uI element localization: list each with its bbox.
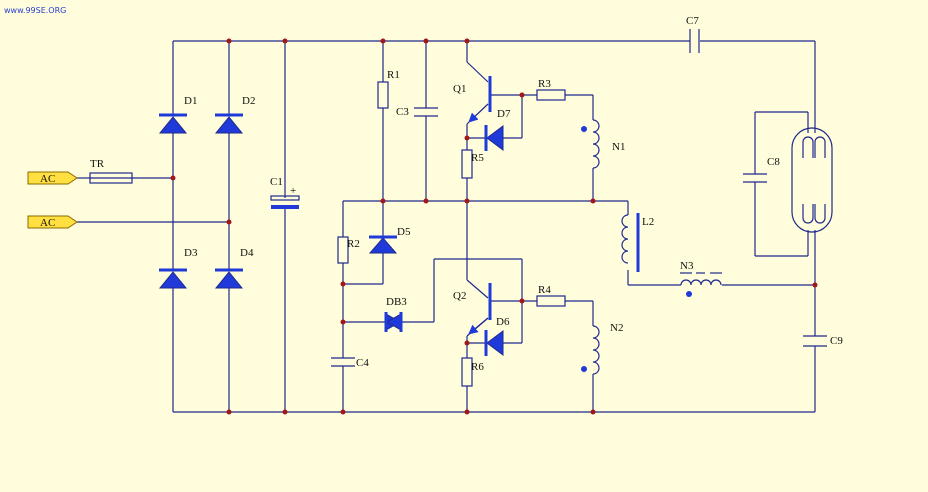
diode-d7[interactable]: D7 — [484, 108, 511, 151]
transistor-q1[interactable]: Q1 — [453, 76, 492, 123]
label-r3: R3 — [538, 78, 551, 90]
capacitor-c4[interactable]: C4 — [331, 357, 369, 369]
resistor-r6[interactable]: R6 — [461, 357, 484, 387]
diode-d2[interactable]: D2 — [214, 95, 255, 134]
label-r2: R2 — [347, 238, 360, 250]
label-r5: R5 — [471, 152, 484, 164]
diac-db3[interactable]: DB3 — [384, 296, 407, 332]
label-c9: C9 — [830, 335, 843, 347]
resistor-r5[interactable]: R5 — [461, 149, 484, 179]
label-n3: N3 — [680, 260, 694, 272]
label-d6: D6 — [496, 316, 510, 328]
label-n2: N2 — [610, 322, 623, 334]
label-d1: D1 — [184, 95, 197, 107]
capacitor-c1[interactable]: C1 + — [270, 176, 300, 209]
inductor-n2[interactable]: N2 — [581, 322, 623, 375]
resistor-r4[interactable]: R4 — [536, 284, 566, 307]
capacitor-c7[interactable]: C7 — [686, 15, 700, 53]
resistor-r2[interactable]: R2 — [337, 236, 360, 264]
diode-d3[interactable]: D3 — [158, 247, 198, 289]
diode-d6[interactable]: D6 — [484, 316, 510, 356]
junctions — [170, 38, 818, 415]
resistor-r3[interactable]: R3 — [536, 78, 566, 101]
label-c7: C7 — [686, 15, 699, 27]
inductor-l2[interactable]: L2 — [621, 213, 654, 272]
transistor-q2[interactable]: Q2 — [453, 283, 492, 335]
fluorescent-lamp[interactable] — [791, 127, 833, 233]
ac-input-1[interactable]: AC — [27, 171, 78, 185]
label-r6: R6 — [471, 361, 484, 373]
ac-input-2-label: AC — [40, 217, 55, 229]
diode-d5[interactable]: D5 — [368, 226, 411, 254]
resistor-r1[interactable]: R1 — [377, 69, 400, 109]
label-d3: D3 — [184, 247, 198, 259]
capacitor-c3[interactable]: C3 — [396, 106, 438, 118]
capacitor-c9[interactable]: C9 — [803, 335, 843, 347]
label-c4: C4 — [356, 357, 369, 369]
label-c1-polarity: + — [290, 185, 296, 197]
fuse-tr[interactable]: TR — [89, 158, 133, 184]
inductor-n1[interactable]: N1 — [581, 119, 625, 169]
wires — [77, 40, 816, 413]
label-c3: C3 — [396, 106, 409, 118]
label-db3: DB3 — [386, 296, 407, 308]
label-r1: R1 — [387, 69, 400, 81]
label-d4: D4 — [240, 247, 254, 259]
label-tr: TR — [90, 158, 105, 170]
label-c8: C8 — [767, 156, 780, 168]
label-d7: D7 — [497, 108, 511, 120]
label-d2: D2 — [242, 95, 255, 107]
label-q2: Q2 — [453, 290, 466, 302]
ac-input-2[interactable]: AC — [27, 215, 78, 229]
inductor-n3[interactable]: N3 — [680, 260, 722, 297]
ac-input-1-label: AC — [40, 173, 55, 185]
watermark-text: www.99SE.ORG — [4, 6, 66, 15]
label-q1: Q1 — [453, 83, 466, 95]
label-c1: C1 — [270, 176, 283, 188]
label-d5: D5 — [397, 226, 411, 238]
capacitor-c8[interactable]: C8 — [743, 156, 780, 183]
diode-d1[interactable]: D1 — [158, 95, 197, 134]
label-l2: L2 — [642, 216, 654, 228]
label-n1: N1 — [612, 141, 625, 153]
diode-d4[interactable]: D4 — [214, 247, 254, 289]
label-r4: R4 — [538, 284, 551, 296]
